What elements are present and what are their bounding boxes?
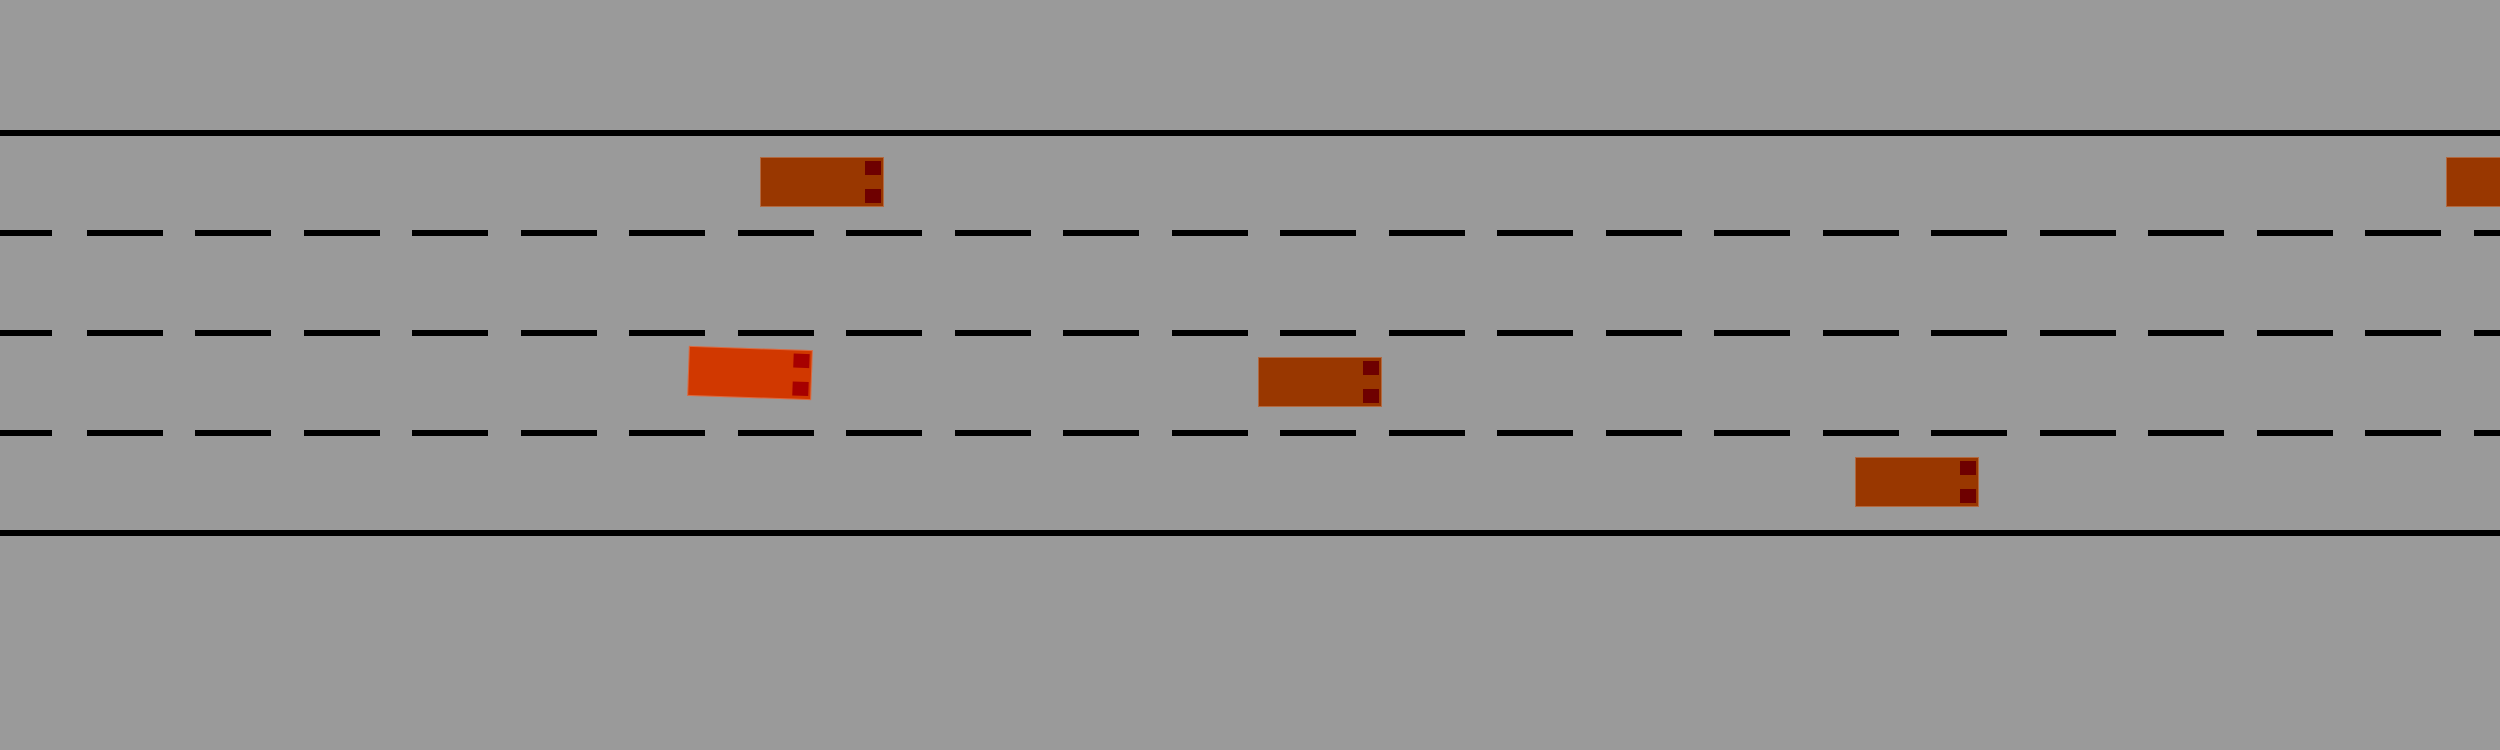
lane-dash [1171, 430, 1248, 436]
lane-dash [303, 430, 380, 436]
lane-dash [1497, 430, 1573, 436]
lane-dash [1388, 430, 1465, 436]
lane-dash [195, 430, 271, 436]
lane-dash [2365, 230, 2441, 236]
lane-dash [2256, 330, 2333, 336]
lane-dash [1388, 330, 1465, 336]
lane-dash [2256, 430, 2333, 436]
lane-dash [629, 230, 705, 236]
road-edge-bottom [0, 530, 2500, 536]
lane-dash [412, 430, 488, 436]
lane-dash [195, 330, 271, 336]
lane-dash [954, 330, 1031, 336]
lane-dash [303, 230, 380, 236]
lane-dash [86, 330, 163, 336]
lane-dash [2473, 230, 2500, 236]
lane-dash [846, 430, 922, 436]
lane-dash [0, 330, 52, 336]
tail-light [1960, 461, 1976, 475]
other-vehicle [2446, 157, 2500, 207]
lane-dash [1280, 330, 1356, 336]
lane-dash [629, 330, 705, 336]
tail-light [1960, 489, 1976, 503]
lane-dash [1931, 230, 2007, 236]
lane-dash [2148, 230, 2224, 236]
lane-dash [412, 230, 488, 236]
lane-dash [1822, 230, 1899, 236]
lane-dash [2148, 330, 2224, 336]
lane-dash [1605, 330, 1682, 336]
lane-dash [2039, 230, 2116, 236]
lane-dash [2365, 330, 2441, 336]
lane-dash [303, 330, 380, 336]
tail-light [865, 189, 881, 203]
road-edge-top [0, 130, 2500, 136]
lane-dash [954, 430, 1031, 436]
lane-dash [737, 430, 814, 436]
lane-dash [1388, 230, 1465, 236]
lane-dash [737, 230, 814, 236]
lane-dash [846, 330, 922, 336]
lane-dash [86, 430, 163, 436]
lane-dash [2473, 330, 2500, 336]
lane-dash [629, 430, 705, 436]
lane-dash [1605, 430, 1682, 436]
lane-dash [520, 430, 597, 436]
lane-dash [1931, 330, 2007, 336]
lane-dash [2256, 230, 2333, 236]
lane-dash [737, 330, 814, 336]
lane-dash [2473, 430, 2500, 436]
lane-dash [2148, 430, 2224, 436]
lane-dash [1063, 430, 1139, 436]
lane-dash [195, 230, 271, 236]
lane-dash [0, 230, 52, 236]
lane-dash [2365, 430, 2441, 436]
lane-dash [954, 230, 1031, 236]
tail-light [1363, 361, 1379, 375]
lane-dash [1605, 230, 1682, 236]
lane-divider-1 [0, 230, 2500, 236]
lane-dash [1822, 430, 1899, 436]
lane-dash [86, 230, 163, 236]
ego-vehicle [687, 345, 813, 401]
other-vehicle [1855, 457, 1979, 507]
lane-dash [1280, 230, 1356, 236]
lane-dash [1714, 430, 1790, 436]
lane-dash [1714, 230, 1790, 236]
lane-dash [520, 330, 597, 336]
lane-divider-2 [0, 330, 2500, 336]
lane-dash [1931, 430, 2007, 436]
lane-dash [1497, 230, 1573, 236]
lane-dash [0, 430, 52, 436]
lane-dash [2039, 430, 2116, 436]
lane-dash [1497, 330, 1573, 336]
lane-dash [1171, 330, 1248, 336]
other-vehicle [760, 157, 884, 207]
tail-light [792, 381, 809, 397]
lane-dash [520, 230, 597, 236]
lane-dash [846, 230, 922, 236]
lane-dash [1280, 430, 1356, 436]
lane-dash [2039, 330, 2116, 336]
lane-dash [412, 330, 488, 336]
lane-dash [1063, 330, 1139, 336]
lane-dash [1822, 330, 1899, 336]
lane-divider-3 [0, 430, 2500, 436]
other-vehicle [1258, 357, 1382, 407]
tail-light [865, 161, 881, 175]
tail-light [1363, 389, 1379, 403]
tail-light [793, 353, 810, 369]
lane-dash [1063, 230, 1139, 236]
lane-dash [1171, 230, 1248, 236]
lane-dash [1714, 330, 1790, 336]
